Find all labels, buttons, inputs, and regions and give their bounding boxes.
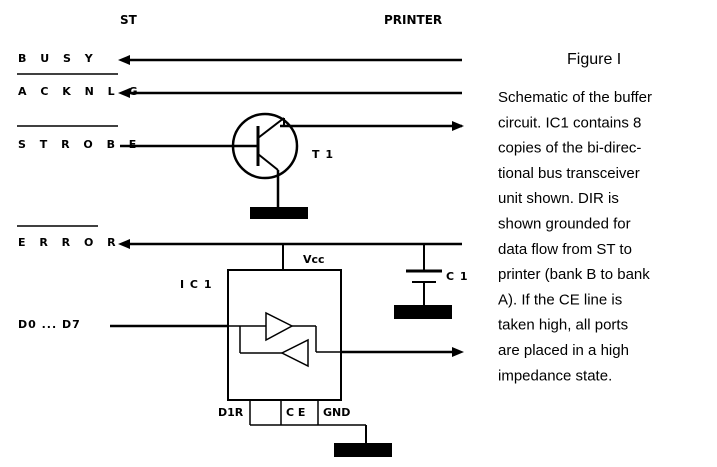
reverse-buffer-triangle [280, 338, 309, 368]
caption-line: impedance state. [498, 367, 612, 384]
ic1-body [227, 269, 342, 401]
caption-line: are placed in a high [498, 342, 629, 359]
gnd-pin-label: GND [323, 406, 350, 419]
busy-label: B U S Y [18, 52, 98, 65]
figure-caption: Schematic of the buffer circuit. IC1 cont… [498, 89, 652, 384]
caption-line: shown grounded for [498, 216, 631, 233]
ic-ground-block [334, 443, 392, 457]
capacitor-ground-block [394, 305, 452, 319]
busy-arrowhead [118, 55, 130, 65]
caption-line: copies of the bi-direc- [498, 140, 641, 157]
transistor-t1-label: T 1 [312, 148, 334, 161]
caption-line: circuit. IC1 contains 8 [498, 114, 641, 131]
caption-line: tional bus transceiver [498, 165, 640, 182]
acknlg-label: A C K N L G [18, 85, 143, 98]
capacitor-c1-label: C 1 [446, 270, 469, 283]
data-output-arrowhead [452, 347, 464, 357]
dir-pin-label: D1R [218, 406, 244, 419]
transistor-ground-block [250, 207, 308, 219]
caption-line: taken high, all ports [498, 317, 628, 334]
header-printer-label: PRINTER [384, 13, 442, 27]
acknlg-arrowhead [118, 88, 130, 98]
caption-line: A). If the CE line is [498, 291, 622, 308]
transistor-t1-symbol [231, 112, 299, 180]
error-arrowhead [118, 239, 130, 249]
strobe-label: S T R O B E [18, 138, 141, 151]
figure-title: Figure I [567, 51, 621, 68]
caption-line: printer (bank B to bank [498, 266, 650, 283]
error-label: E R R O R [18, 236, 121, 249]
ce-pin-label: C E [286, 406, 305, 419]
ic1-label: I C 1 [180, 278, 212, 291]
caption-line: unit shown. DIR is [498, 190, 619, 207]
caption-line: data flow from ST to [498, 241, 632, 258]
transceiver-unit [228, 311, 341, 368]
data-bus-label: D0 ... D7 [18, 318, 81, 331]
vcc-label: Vcc [303, 253, 325, 266]
forward-buffer-triangle [265, 311, 294, 342]
strobe-arrowhead [452, 121, 464, 131]
header-st-label: ST [120, 13, 138, 27]
caption-line: Schematic of the buffer [498, 89, 652, 106]
